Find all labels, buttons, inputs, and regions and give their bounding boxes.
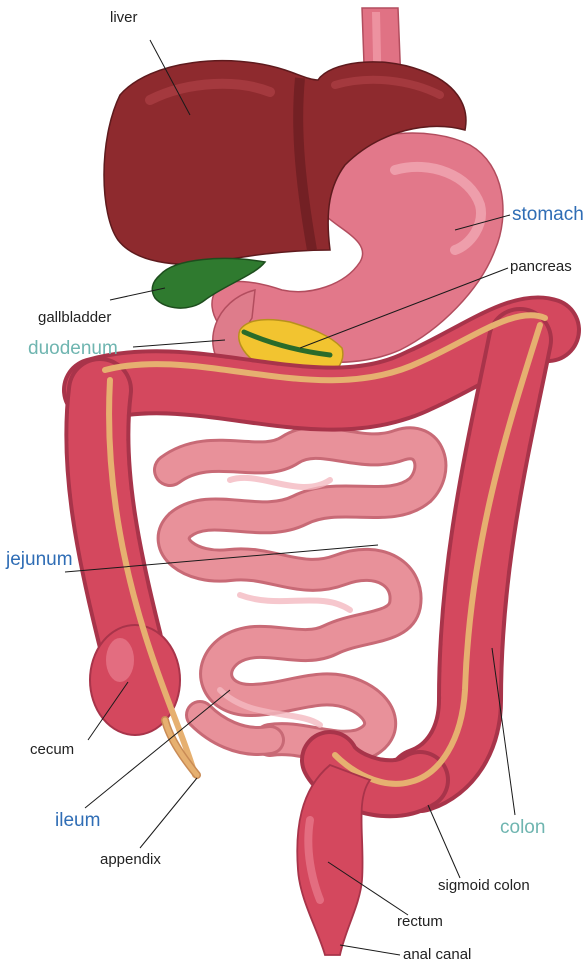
label-colon: colon — [500, 817, 545, 838]
label-cecum: cecum — [30, 741, 74, 758]
label-duodenum: duodenum — [28, 338, 118, 359]
duodenum-leader — [133, 340, 225, 347]
label-stomach: stomach — [512, 204, 584, 225]
small-intestine — [170, 443, 430, 747]
anal-canal-leader — [340, 945, 400, 955]
label-rectum: rectum — [397, 913, 443, 930]
label-anal-canal: anal canal — [403, 946, 471, 963]
label-sigmoid-colon: sigmoid colon — [438, 877, 530, 894]
label-gallbladder: gallbladder — [38, 309, 111, 326]
label-pancreas: pancreas — [510, 258, 572, 275]
label-appendix: appendix — [100, 851, 161, 868]
sigmoid-colon-leader — [428, 805, 460, 878]
large-intestine — [90, 315, 548, 788]
label-ileum: ileum — [55, 810, 100, 831]
label-jejunum: jejunum — [5, 549, 73, 570]
appendix-leader — [140, 778, 197, 848]
label-liver: liver — [110, 9, 138, 26]
rectum — [297, 765, 370, 955]
